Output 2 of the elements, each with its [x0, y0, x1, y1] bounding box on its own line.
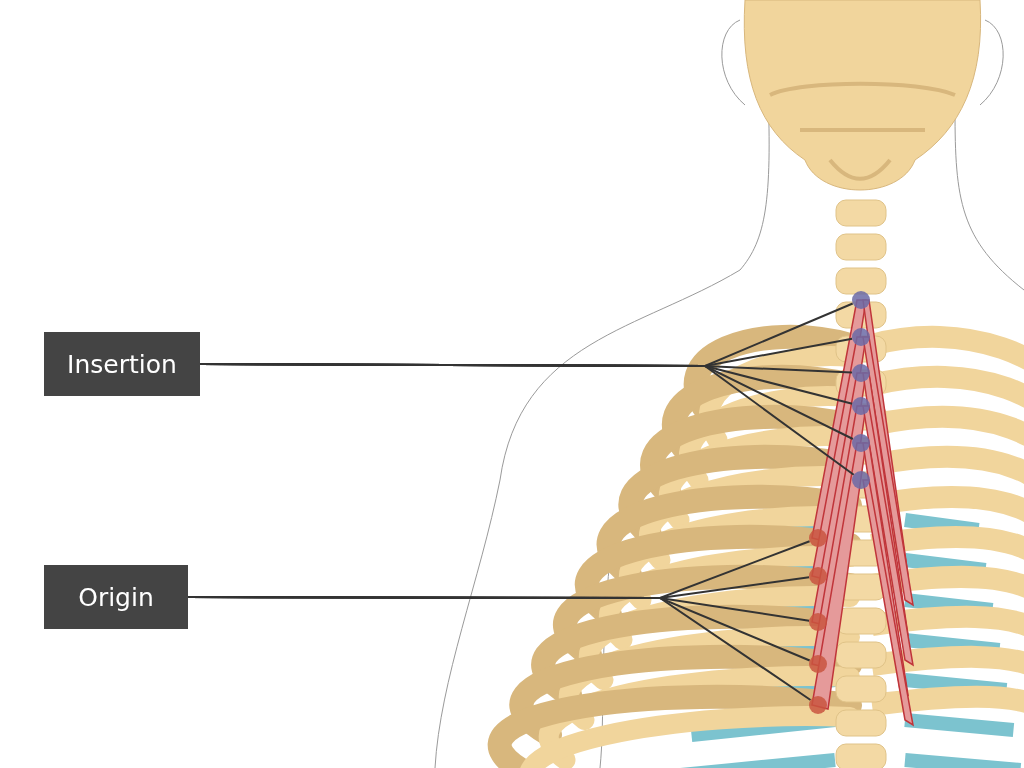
- callout-label: Origin: [44, 565, 188, 629]
- callout-label: Insertion: [44, 332, 200, 396]
